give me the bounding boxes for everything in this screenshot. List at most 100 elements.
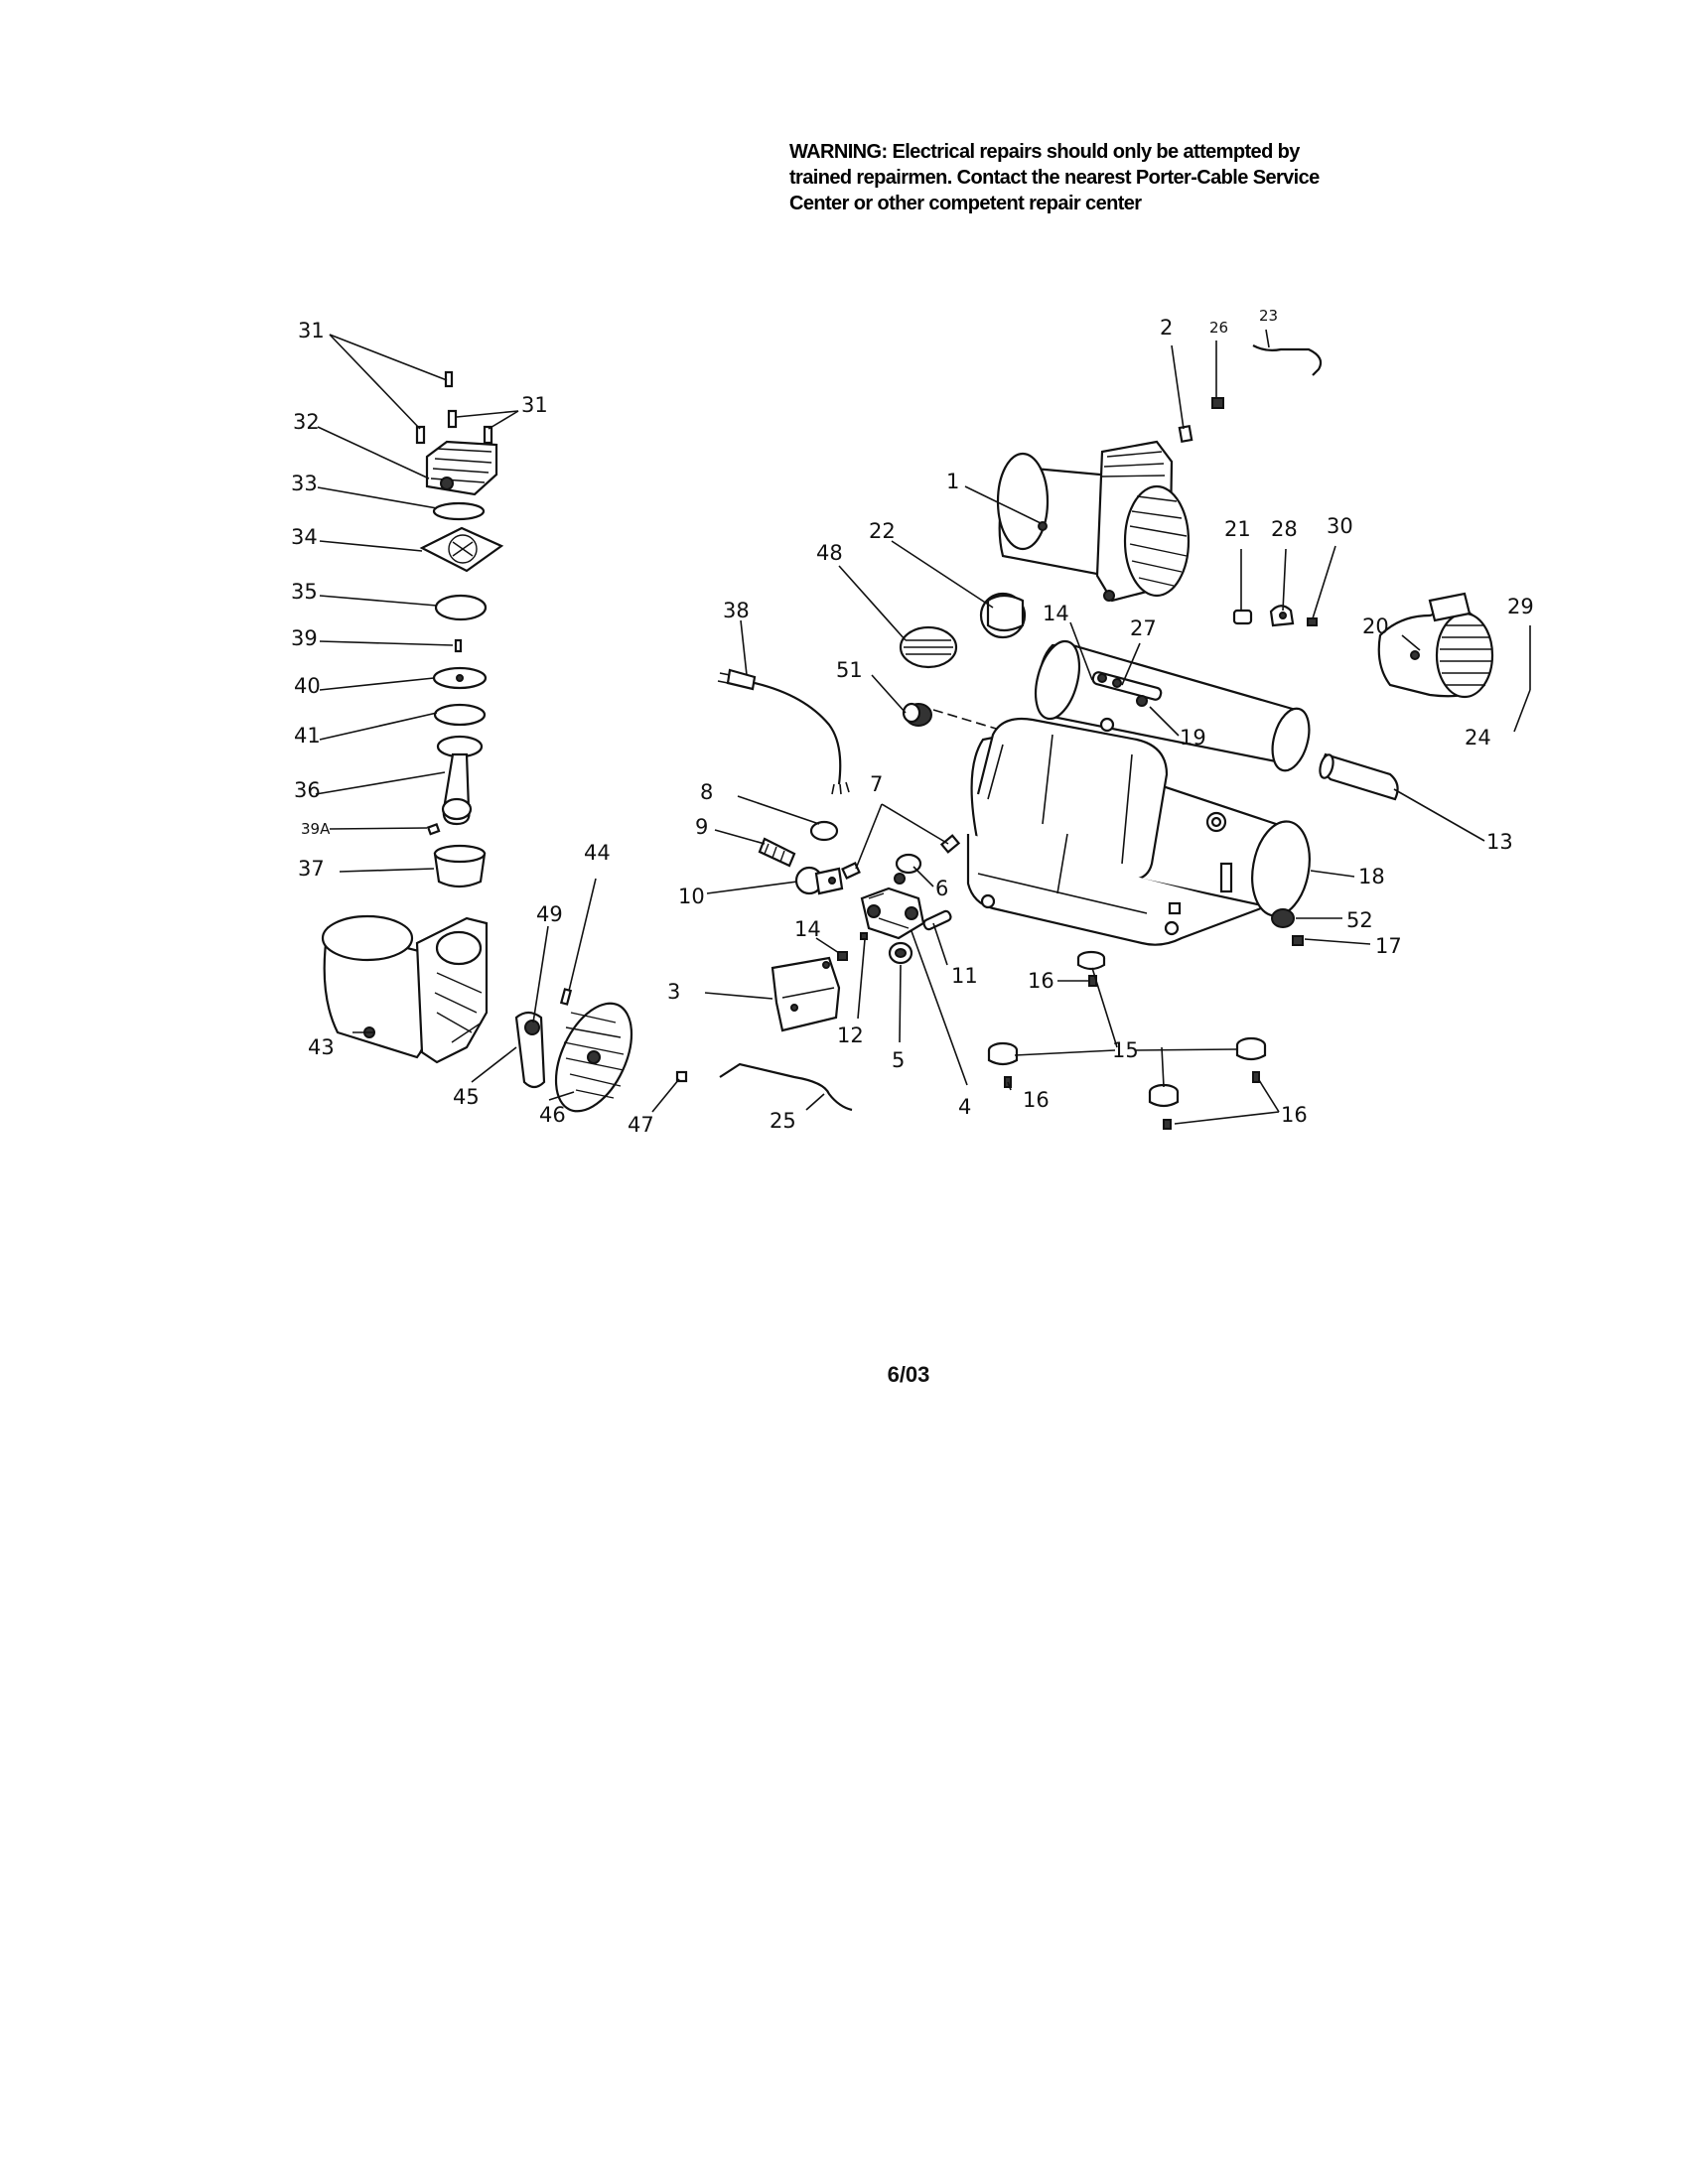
cap-8	[809, 820, 839, 842]
callout-37: 37	[298, 857, 325, 881]
callout-27: 27	[1130, 616, 1157, 640]
callout-12: 12	[837, 1024, 864, 1047]
nut-6-base	[894, 873, 906, 885]
foot-upper	[1076, 950, 1106, 971]
callout-31-right: 31	[521, 393, 548, 417]
warning-line-2: trained repairmen. Contact the nearest P…	[789, 167, 1320, 189]
warning-line-1: WARNING: Electrical repairs should only …	[789, 141, 1300, 163]
callout-44: 44	[584, 841, 611, 865]
upper-tank	[1034, 639, 1311, 772]
callout-26: 26	[1209, 319, 1228, 337]
callout-2: 2	[1160, 316, 1173, 340]
callout-8: 8	[700, 780, 713, 804]
warning-line-3: Center or other competent repair center	[789, 193, 1142, 214]
callout-39: 39	[291, 626, 318, 650]
bushing-51	[902, 702, 932, 727]
fitting-52	[1271, 908, 1295, 928]
callout-14-switch: 14	[794, 917, 821, 941]
fitting-9	[758, 837, 796, 868]
callout-7: 7	[870, 772, 883, 796]
callout-38: 38	[723, 599, 750, 622]
frame	[966, 717, 1262, 946]
callout-16-right: 16	[1281, 1103, 1308, 1127]
callout-35: 35	[291, 580, 318, 604]
callout-22: 22	[869, 519, 896, 543]
callout-23: 23	[1259, 307, 1278, 325]
warning-notice: WARNING: Electrical repairs should only …	[789, 139, 1395, 216]
fan-46	[554, 1002, 633, 1113]
callout-39a: 39A	[301, 820, 331, 838]
handle-13	[1319, 752, 1399, 801]
intake-filter-22	[979, 592, 1027, 639]
pressure-switch-manifold-4	[860, 887, 925, 940]
callout-5: 5	[892, 1048, 905, 1072]
callout-45: 45	[453, 1085, 480, 1109]
callout-48: 48	[816, 541, 843, 565]
filter-cover-48	[899, 625, 958, 669]
motor-assembly-43	[321, 914, 489, 1064]
screw-39	[454, 638, 463, 653]
callout-16-left: 16	[1023, 1088, 1050, 1112]
piston-cup	[432, 666, 488, 690]
fitting-2	[1178, 424, 1193, 444]
power-cord-38	[717, 668, 850, 795]
callout-40: 40	[294, 674, 321, 698]
tube-25	[719, 1062, 853, 1112]
callout-20: 20	[1362, 614, 1389, 638]
callout-52: 52	[1346, 908, 1373, 932]
callout-49: 49	[536, 902, 563, 926]
plug-5	[888, 941, 913, 965]
tube-11	[922, 909, 952, 931]
foot-bottom	[1148, 1083, 1180, 1108]
callout-25: 25	[770, 1109, 796, 1133]
callout-46: 46	[539, 1103, 566, 1127]
screw-16-right	[1252, 1071, 1260, 1083]
foot-right	[1235, 1036, 1267, 1061]
callout-34: 34	[291, 525, 318, 549]
cylinder-sleeve	[433, 844, 487, 888]
tube-23	[1252, 344, 1323, 376]
callout-14-upper: 14	[1043, 602, 1069, 625]
cylinder-head	[425, 440, 498, 496]
callout-19: 19	[1180, 726, 1206, 750]
head-gasket	[432, 501, 486, 521]
callout-18: 18	[1358, 865, 1385, 888]
callout-30: 30	[1327, 514, 1353, 538]
callout-51: 51	[836, 658, 863, 682]
callout-9: 9	[695, 815, 708, 839]
callout-47: 47	[628, 1113, 654, 1137]
screw-14-switch	[837, 951, 848, 961]
callout-21: 21	[1224, 517, 1251, 541]
callout-36: 36	[294, 778, 321, 802]
valve-plate	[419, 526, 504, 573]
callout-17: 17	[1375, 934, 1402, 958]
plug-17	[1292, 935, 1304, 946]
fan-key	[559, 988, 573, 1006]
connecting-rod	[436, 735, 484, 826]
callout-6: 6	[935, 877, 948, 900]
callout-11: 11	[951, 964, 978, 988]
foot-left	[987, 1041, 1019, 1066]
nut-26	[1211, 397, 1224, 409]
eccentric-49	[514, 1011, 546, 1089]
nipple-7b	[939, 834, 961, 854]
callout-43: 43	[308, 1035, 335, 1059]
o-ring	[434, 594, 488, 621]
regulator-10	[794, 866, 844, 895]
leader-lines	[315, 329, 1531, 1125]
motor-assembly-1	[996, 440, 1191, 603]
callout-29: 29	[1507, 595, 1534, 618]
callout-10: 10	[678, 885, 705, 908]
callout-4: 4	[958, 1095, 971, 1119]
callout-32: 32	[293, 410, 320, 434]
screw-30	[1307, 617, 1318, 626]
pump-head-bolts	[415, 370, 493, 445]
callout-28: 28	[1271, 517, 1298, 541]
screw-12	[860, 932, 868, 940]
clip-28	[1269, 605, 1295, 627]
callout-31-left: 31	[298, 319, 325, 342]
screw-16-bottom	[1163, 1119, 1172, 1130]
callout-41: 41	[294, 724, 321, 748]
screw-39a	[426, 823, 441, 836]
